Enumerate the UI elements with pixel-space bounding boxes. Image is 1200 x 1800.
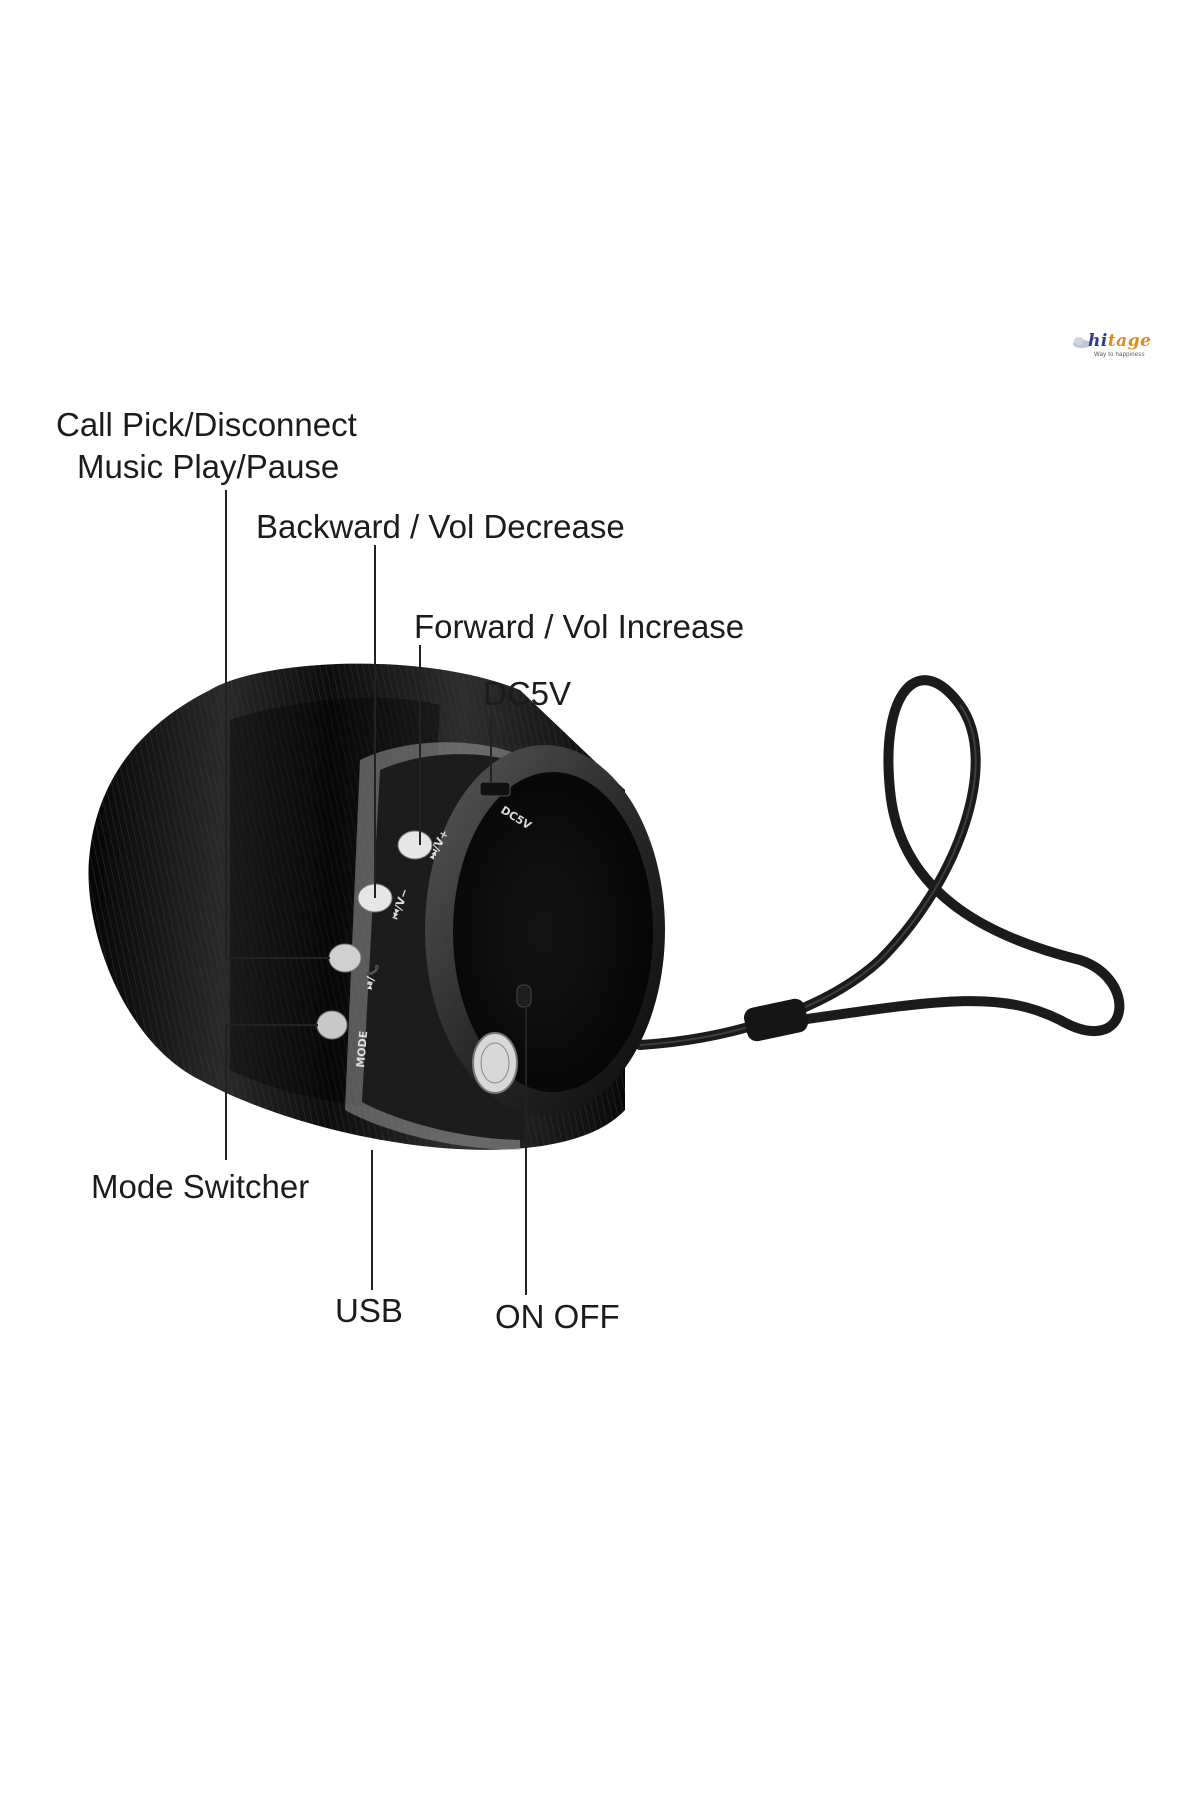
label-backward: Backward / Vol Decrease — [256, 508, 625, 545]
power-switch[interactable] — [516, 984, 532, 1008]
strap-highlight — [639, 704, 977, 1046]
label-on-off: ON OFF — [495, 1298, 620, 1335]
label-music-play: Music Play/Pause — [77, 448, 340, 485]
logo-wordmark: hitage — [1088, 331, 1151, 351]
logo-rest: tage — [1107, 331, 1152, 351]
label-usb: USB — [335, 1292, 403, 1329]
label-dc5v: DC5V — [483, 675, 572, 712]
logo-tagline: Way to happiness — [1094, 352, 1145, 358]
strap-cord — [635, 675, 1125, 1050]
strap-clip — [744, 998, 808, 1042]
cloud-icon — [1073, 337, 1091, 348]
strap — [635, 675, 1125, 1050]
marking-play: ⏯/📞 — [361, 961, 380, 990]
play-pause-button[interactable] — [328, 943, 362, 973]
face-seal-sticker — [472, 1032, 518, 1094]
logo-hi: hi — [1088, 331, 1108, 351]
label-forward: Forward / Vol Increase — [414, 608, 745, 645]
front-face — [453, 772, 653, 1092]
speaker-front — [425, 745, 665, 1115]
marking-mode: MODE — [354, 1030, 370, 1068]
label-mode-switcher: Mode Switcher — [91, 1168, 310, 1205]
sticker-ring — [480, 1042, 510, 1084]
forward-button[interactable] — [397, 830, 433, 860]
mode-button[interactable] — [316, 1010, 348, 1040]
dc-port — [479, 781, 511, 797]
leader-lines — [225, 490, 527, 1295]
label-call-pick: Call Pick/Disconnect — [56, 406, 357, 443]
brand-logo: hitage Way to happiness — [1072, 331, 1190, 363]
